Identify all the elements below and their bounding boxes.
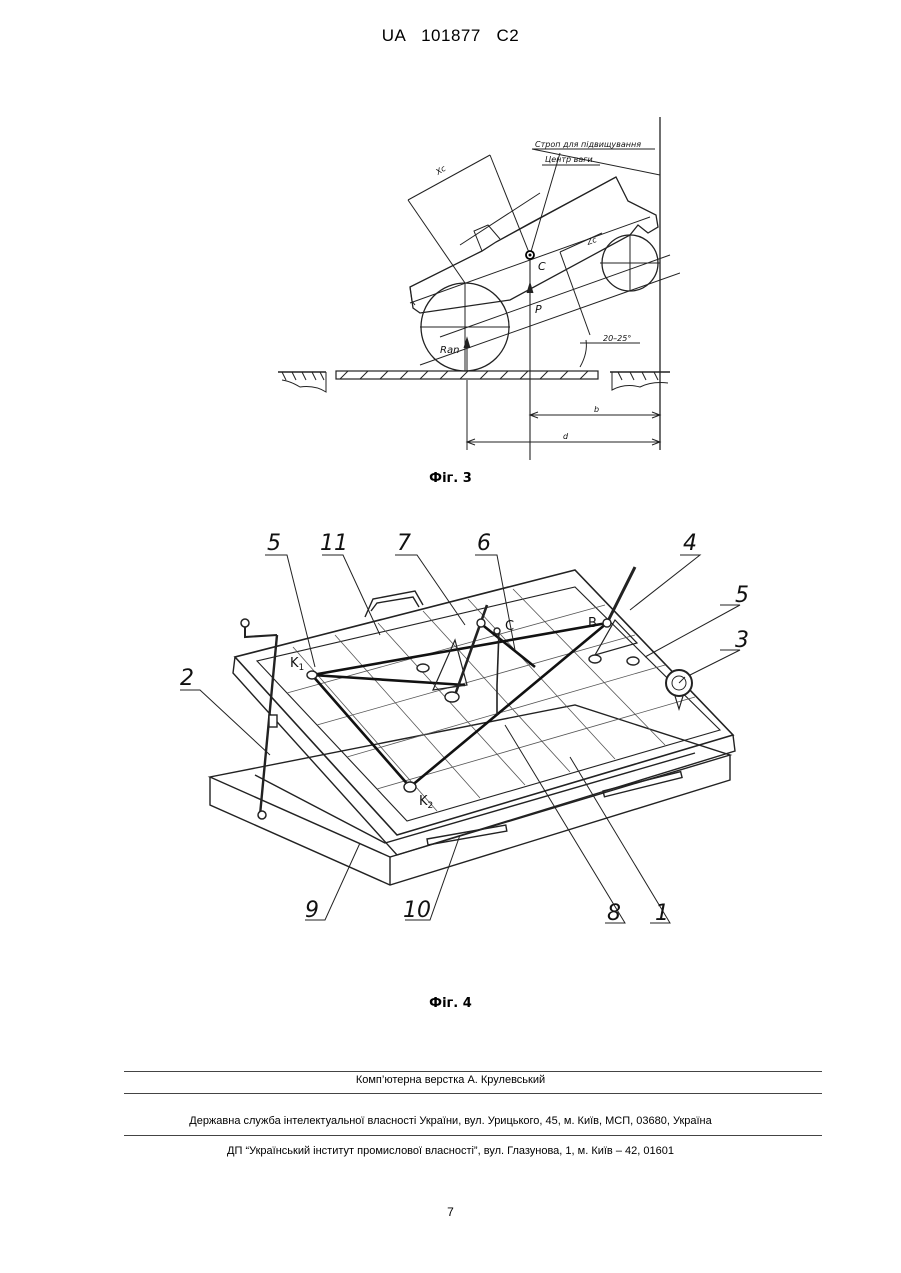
label-d: d xyxy=(563,432,569,441)
figure-4-drawing: 5 11 7 6 4 5 3 2 9 10 8 1 K1 K2 B C xyxy=(175,525,775,945)
label-angle: 20–25° xyxy=(603,334,631,343)
label-p: P xyxy=(535,303,542,316)
footer-typesetting: Комп’ютерна верстка А. Крулевський xyxy=(0,1074,901,1086)
label-c: C xyxy=(538,260,546,273)
callout-11: 11 xyxy=(320,531,348,556)
callout-5-right: 5 xyxy=(735,583,749,608)
label-strop: Строп для підвищування xyxy=(535,140,641,149)
footer-rule-1 xyxy=(124,1071,822,1072)
callout-2: 2 xyxy=(180,666,194,691)
figure-3-drawing: Строп для підвищування Центр ваги Xc Zc … xyxy=(260,105,680,460)
footer-agency: Державна служба інтелектуальної власност… xyxy=(0,1115,901,1127)
footer-rule-3 xyxy=(124,1135,822,1136)
callout-1: 1 xyxy=(655,901,669,926)
callout-6: 6 xyxy=(477,531,491,556)
figure-4-caption: Фіг. 4 xyxy=(0,996,901,1011)
label-ran: Ran xyxy=(440,345,459,356)
label-center-of-gravity: Центр ваги xyxy=(545,155,593,164)
footer-institute: ДП “Український інститут промислової вла… xyxy=(0,1145,901,1157)
footer-rule-2 xyxy=(124,1093,822,1094)
callout-10: 10 xyxy=(403,898,431,923)
page-number: 7 xyxy=(0,1205,901,1219)
callout-3: 3 xyxy=(735,628,749,653)
point-b: B xyxy=(588,616,597,631)
callout-9: 9 xyxy=(305,898,319,923)
callout-4: 4 xyxy=(683,531,697,556)
label-b: b xyxy=(594,405,599,414)
point-k2: K2 xyxy=(419,794,433,811)
figure-3-caption: Фіг. 3 xyxy=(0,471,901,486)
callout-7: 7 xyxy=(397,531,411,556)
callout-5-left: 5 xyxy=(267,531,281,556)
callout-8: 8 xyxy=(607,901,621,926)
label-xc: Xc xyxy=(433,164,448,178)
point-c: C xyxy=(505,619,514,634)
patent-id: UA 101877 C2 xyxy=(0,26,901,46)
point-k1: K1 xyxy=(290,656,304,673)
